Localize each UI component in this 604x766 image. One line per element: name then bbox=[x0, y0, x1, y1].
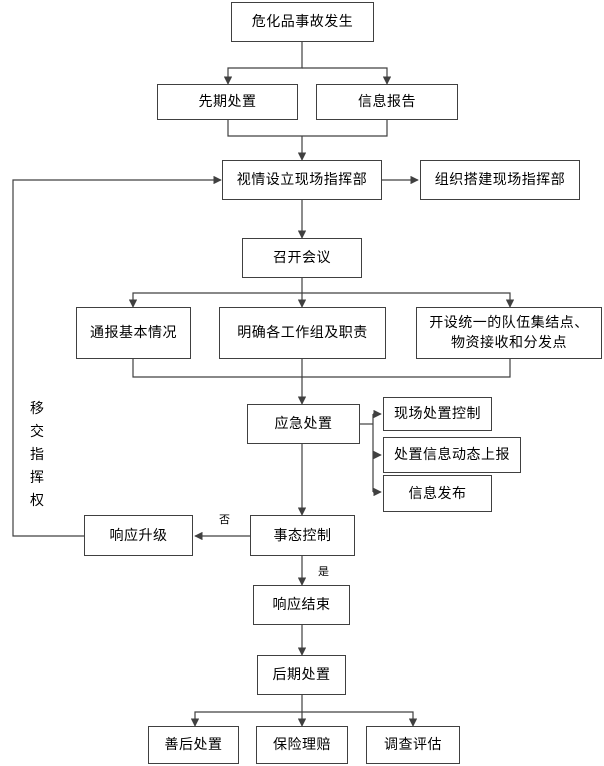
node-response-end: 响应结束 bbox=[253, 585, 350, 625]
edge-merge-firstaid bbox=[227, 120, 388, 137]
node-organize-hq: 组织搭建现场指挥部 bbox=[420, 160, 580, 200]
edge-label-no: 否 bbox=[219, 513, 230, 526]
node-situation-control: 事态控制 bbox=[250, 515, 355, 556]
node-aftermath: 善后处置 bbox=[148, 726, 239, 764]
edge-post-branch bbox=[190, 695, 303, 727]
node-assembly-point: 开设统一的队伍集结点、 物资接收和分发点 bbox=[416, 307, 602, 359]
node-post-disposal: 后期处置 bbox=[257, 655, 346, 695]
node-meeting: 召开会议 bbox=[242, 238, 362, 278]
edge-label-transfer-command: 移 交 指 挥 权 bbox=[30, 401, 44, 509]
edge-meeting-assembly bbox=[302, 292, 515, 308]
node-investigation: 调查评估 bbox=[366, 726, 460, 764]
node-info-release: 信息发布 bbox=[383, 475, 492, 512]
edge-upgrade-loop bbox=[12, 175, 222, 537]
node-brief-status: 通报基本情况 bbox=[76, 307, 191, 359]
edge-post-investigation bbox=[302, 711, 418, 727]
node-response-upgrade: 响应升级 bbox=[84, 515, 193, 556]
edge-label-yes: 是 bbox=[318, 565, 329, 578]
node-accident: 危化品事故发生 bbox=[231, 2, 374, 42]
node-dynamic-report: 处置信息动态上报 bbox=[383, 437, 521, 473]
node-first-aid: 先期处置 bbox=[157, 84, 298, 120]
node-emergency-response: 应急处置 bbox=[247, 404, 360, 444]
node-setup-hq: 视情设立现场指挥部 bbox=[222, 160, 382, 200]
edge-branch-merge bbox=[132, 359, 511, 378]
edge-meeting-branch bbox=[128, 278, 303, 308]
edge-accident-split bbox=[223, 42, 303, 85]
node-clarify-groups: 明确各工作组及职责 bbox=[219, 307, 386, 359]
node-site-control: 现场处置控制 bbox=[383, 397, 492, 431]
node-insurance: 保险理赔 bbox=[256, 726, 348, 764]
edge-accident-info bbox=[302, 67, 392, 85]
node-info-report: 信息报告 bbox=[316, 84, 458, 120]
